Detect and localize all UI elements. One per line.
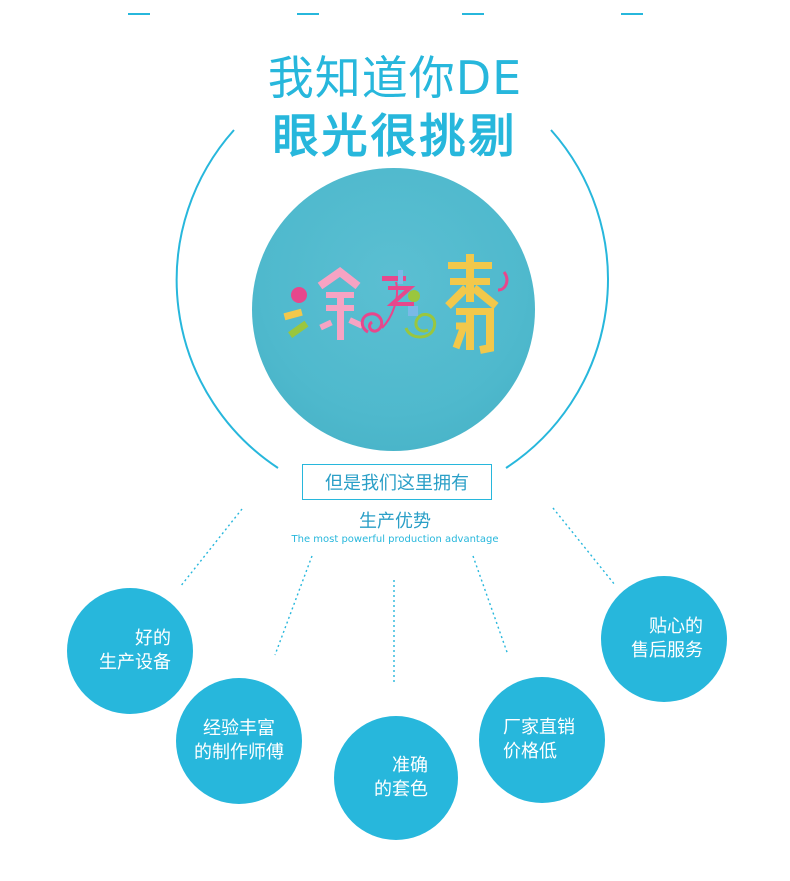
advantage-line2: 的套色 xyxy=(374,779,428,800)
tagline-subtitle: The most powerful production advantage xyxy=(291,534,499,545)
left-arc xyxy=(175,129,279,469)
advantage-bubble: 经验丰富 的制作师傅 xyxy=(176,678,302,804)
advantage-line1: 好的 xyxy=(135,628,171,649)
advantage-bubble: 贴心的 售后服务 xyxy=(601,576,727,702)
connector-line xyxy=(472,555,509,656)
advantage-line1: 贴心的 xyxy=(649,616,703,637)
advantage-bubble: 厂家直销 价格低 xyxy=(479,677,605,803)
top-dash xyxy=(462,13,484,15)
advantage-line1: 准确 xyxy=(392,755,428,776)
advantage-line2: 生产设备 xyxy=(99,652,171,673)
advantage-line2: 价格低 xyxy=(503,741,557,762)
connector-line xyxy=(552,507,616,586)
connector-line xyxy=(274,555,313,656)
top-dash xyxy=(297,13,319,15)
brand-logo xyxy=(283,254,509,354)
tagline-box: 但是我们这里拥有 xyxy=(302,464,492,500)
top-dash xyxy=(128,13,150,15)
right-arc xyxy=(505,129,609,469)
advantage-line1: 厂家直销 xyxy=(503,717,575,738)
advantage-bubble: 好的 生产设备 xyxy=(67,588,193,714)
advantage-line2: 的制作师傅 xyxy=(194,742,284,763)
brand-circle: 涂秀 xyxy=(252,168,535,451)
connector-line xyxy=(179,508,243,588)
tagline-title: 生产优势 xyxy=(359,511,431,532)
headline-line1: 我知道你DE xyxy=(267,51,523,105)
top-dash xyxy=(621,13,643,15)
headline-line2: 眼光很挑剔 xyxy=(272,109,518,163)
advantage-bubble: 准确 的套色 xyxy=(334,716,458,840)
advantage-line2: 售后服务 xyxy=(631,640,703,661)
advantage-line1: 经验丰富 xyxy=(203,718,275,739)
